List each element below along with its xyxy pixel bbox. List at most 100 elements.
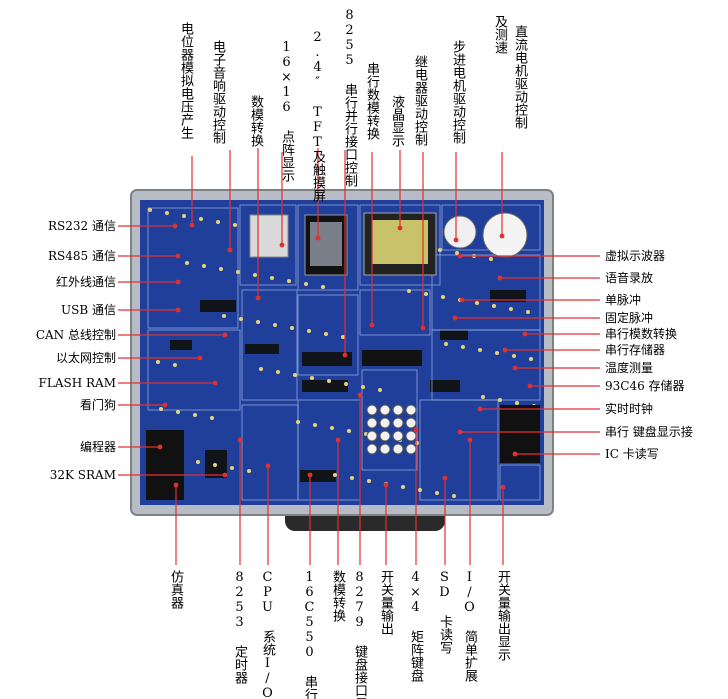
top-leader-dot-2	[255, 295, 261, 301]
top-label-10: 及测速	[492, 15, 507, 54]
bottom-label-3: 16C550 串行通信	[302, 570, 317, 699]
bottom-label-10: 开关量输出显示	[495, 570, 510, 661]
left-label-1: RS485 通信	[48, 249, 116, 263]
module-outline	[147, 329, 241, 411]
keypad-key	[392, 417, 404, 429]
test-jack	[182, 214, 186, 218]
keypad-key	[366, 443, 378, 455]
test-jack	[498, 398, 502, 402]
left-label-3: USB 通信	[61, 303, 116, 317]
keypad-key	[405, 443, 417, 455]
seven-segment-display	[362, 350, 422, 366]
leader-lines	[118, 148, 600, 565]
bottom-leader-dot-10	[500, 484, 506, 490]
top-label-3: 16×16 点阵显示	[279, 40, 294, 182]
test-jack	[270, 276, 274, 280]
right-label-6: 温度测量	[605, 361, 654, 375]
test-jack	[418, 488, 422, 492]
tft-display-area	[310, 222, 342, 266]
ic-chip	[300, 470, 336, 482]
test-jack	[324, 332, 328, 336]
right-leader-dot-10	[512, 451, 518, 457]
test-jack	[202, 264, 206, 268]
test-jack	[441, 295, 445, 299]
bottom-leader-dot-8	[442, 475, 448, 481]
left-leader-dot-4	[222, 332, 228, 338]
test-jack	[444, 342, 448, 346]
keypad-key	[379, 443, 391, 455]
top-label-11: 直流电机驱动控制	[512, 25, 527, 129]
keypad-key	[405, 404, 417, 416]
left-leader-dot-6	[212, 380, 218, 386]
test-jack	[273, 323, 277, 327]
left-leader-dot-8	[157, 444, 163, 450]
bottom-leader-dot-7	[413, 427, 419, 433]
test-jack	[455, 251, 459, 255]
test-jack	[361, 385, 365, 389]
test-jack	[333, 473, 337, 477]
test-jack	[344, 382, 348, 386]
bottom-leader-dot-4	[335, 437, 341, 443]
right-label-10: IC 卡读写	[605, 447, 659, 461]
keypad-key	[379, 430, 391, 442]
bottom-label-1: 8253 定时器	[232, 570, 247, 684]
right-label-7: 93C46 存储器	[605, 379, 685, 393]
bottom-label-6: 开关量输出	[378, 570, 393, 635]
left-leader-dot-9	[222, 472, 228, 478]
test-jack	[185, 261, 189, 265]
ic-chip	[302, 352, 352, 366]
left-label-2: 红外线通信	[55, 275, 116, 289]
test-jack	[378, 388, 382, 392]
top-leader-dot-7	[397, 225, 403, 231]
top-label-4: 2.4″ TFT及触摸屏	[310, 30, 325, 202]
test-jack	[293, 373, 297, 377]
test-jack	[239, 317, 243, 321]
top-leader-dot-9	[453, 237, 459, 243]
right-leader-dot-7	[527, 383, 533, 389]
test-jack	[401, 485, 405, 489]
keypad-key	[405, 430, 417, 442]
left-label-7: 看门狗	[79, 398, 116, 412]
right-label-5: 串行存储器	[605, 343, 666, 357]
test-jack	[330, 426, 334, 430]
test-jack	[310, 376, 314, 380]
test-jack	[176, 410, 180, 414]
bottom-label-4: 数模转换	[330, 570, 345, 622]
test-jack	[461, 345, 465, 349]
top-leader-dot-8	[420, 325, 426, 331]
right-leader-dot-4	[522, 331, 528, 337]
test-jack	[219, 267, 223, 271]
right-leader-dot-3	[452, 315, 458, 321]
top-leader-dot-11	[499, 233, 505, 239]
test-jack	[347, 429, 351, 433]
right-label-1: 语音录放	[605, 271, 654, 285]
ic-chip	[490, 290, 526, 302]
test-jack	[407, 289, 411, 293]
left-leader-dot-1	[175, 253, 181, 259]
test-jack	[287, 279, 291, 283]
ic-card-slot	[500, 405, 540, 463]
top-leader-dot-3	[279, 242, 285, 248]
test-jack	[367, 479, 371, 483]
left-label-6: FLASH RAM	[38, 376, 116, 390]
right-label-8: 实时时钟	[605, 402, 654, 416]
top-label-1: 电子音响驱动控制	[210, 40, 225, 144]
test-jack	[515, 401, 519, 405]
right-label-9: 串行 键盘显示接	[605, 425, 693, 439]
test-jack	[247, 469, 251, 473]
top-label-5: 8255 串行并行接口控制	[342, 8, 357, 187]
keypad-key	[392, 404, 404, 416]
bottom-label-7: 4×4 矩阵键盘	[408, 570, 423, 682]
test-jack	[478, 348, 482, 352]
test-jack	[259, 367, 263, 371]
test-jack	[148, 208, 152, 212]
test-jack	[509, 307, 513, 311]
test-jack	[512, 354, 516, 358]
test-jack	[313, 423, 317, 427]
test-jack	[233, 223, 237, 227]
test-jack	[193, 413, 197, 417]
test-jack	[296, 420, 300, 424]
test-jack	[341, 335, 345, 339]
